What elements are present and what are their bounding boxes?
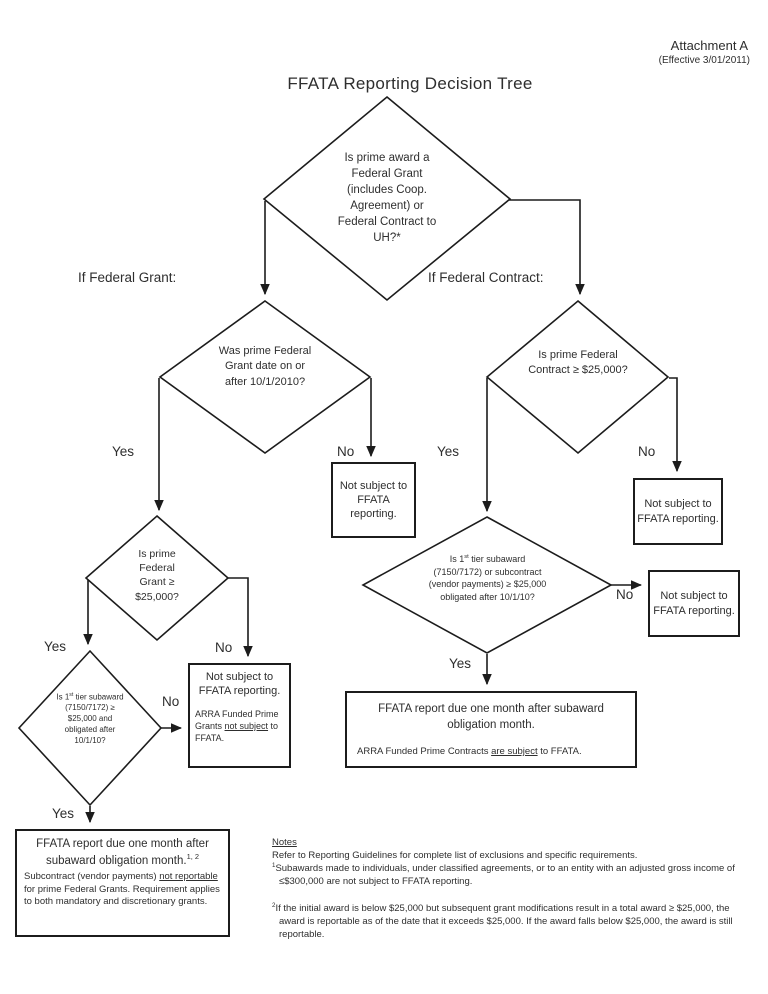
label-no-grant-subaward: No bbox=[162, 694, 180, 709]
outcome-text: Not subject to FFATA reporting. bbox=[339, 479, 408, 521]
label-yes-grant-date: Yes bbox=[112, 444, 135, 459]
outcome-arra-contracts-note: ARRA Funded Prime Contracts are subject … bbox=[357, 746, 627, 757]
arra-grants-underlined: not subject bbox=[224, 720, 269, 731]
notes-intro: Refer to Reporting Guidelines for comple… bbox=[272, 850, 638, 862]
outcome-heading: FFATA report due one month after subawar… bbox=[30, 837, 215, 869]
grant-subaward-sup: st bbox=[69, 692, 74, 698]
label-no-grant-date: No bbox=[337, 444, 355, 459]
note-1: 1Subawards made to individuals, under cl… bbox=[272, 862, 756, 888]
grant-subaward-pre: Is 1 bbox=[56, 692, 70, 702]
label-no-grant-25k: No bbox=[215, 640, 233, 655]
diamond-contract-25k bbox=[485, 299, 670, 455]
diamond-text-contract-25k: Is prime Federal Contract ≥ $25,000? bbox=[528, 349, 628, 377]
page-title: FFATA Reporting Decision Tree bbox=[287, 74, 533, 93]
connector-grant25k-no bbox=[228, 577, 253, 658]
note-1-text: Subawards made to individuals, under cla… bbox=[275, 863, 735, 888]
diamond-text-contract-subaward: Is 1st tier subaward (7150/7172) or subc… bbox=[425, 553, 550, 603]
diamond-grant-date bbox=[158, 300, 372, 454]
outcome-arra-grants-note: ARRA Funded Prime Grants not subject to … bbox=[195, 708, 284, 744]
outcome-box-not-subject-grant-25k: Not subject to FFATA reporting. ARRA Fun… bbox=[188, 663, 291, 768]
arra-grants-pre: ARRA Funded Prime Grants bbox=[195, 708, 279, 731]
grant-subaward-post: tier subaward (7150/7172) ≥ $25,000 and … bbox=[64, 692, 124, 745]
diamond-text-grant-subaward: Is 1st tier subaward (7150/7172) ≥ $25,0… bbox=[55, 692, 125, 747]
outcome-box-not-subject-contract-25k: Not subject to FFATA reporting. bbox=[633, 478, 723, 545]
diamond-contract-subaward bbox=[361, 516, 613, 654]
outcome-heading: FFATA report due one month after subawar… bbox=[378, 703, 604, 731]
diamond-text-grant-25k: Is prime Federal Grant ≥ $25,000? bbox=[135, 548, 179, 603]
outcome-box-not-subject-grant-date: Not subject to FFATA reporting. bbox=[331, 462, 416, 538]
notes-section: Notes Refer to Reporting Guidelines for … bbox=[272, 836, 756, 941]
label-yes-grant-25k: Yes bbox=[44, 639, 67, 654]
diamond-grant-subaward bbox=[17, 649, 163, 807]
note-1-marker: 1 bbox=[272, 862, 276, 870]
label-no-contract-subaward: No bbox=[616, 587, 634, 602]
diamond-text-grant-date: Was prime Federal Grant date on or after… bbox=[218, 345, 312, 388]
branch-label-federal-contract: If Federal Contract: bbox=[428, 270, 544, 285]
outcome-heading: Not subject to FFATA reporting. bbox=[198, 671, 281, 698]
effective-date-label: (Effective 3/01/2011) bbox=[658, 55, 750, 66]
outcome-box-grant-report-due: FFATA report due one month after subawar… bbox=[15, 829, 230, 937]
arra-contracts-underlined: are subject bbox=[491, 746, 538, 758]
contract-subaward-post: tier subaward (7150/7172) or subcontract… bbox=[428, 554, 547, 602]
contract-subaward-pre: Is 1 bbox=[449, 554, 465, 564]
contract-subaward-sup: st bbox=[464, 554, 469, 560]
note-2-text: If the initial award is below $25,000 bu… bbox=[275, 902, 733, 940]
diamond-text-prime-award: Is prime award a Federal Grant (includes… bbox=[337, 152, 437, 245]
grant-report-footnote-ref: 1, 2 bbox=[186, 851, 200, 861]
subcontract-pre: Subcontract (vendor payments) bbox=[24, 870, 160, 882]
outcome-box-contract-report-due: FFATA report due one month after subawar… bbox=[345, 691, 637, 768]
diamond-prime-award bbox=[262, 95, 512, 302]
attachment-label: Attachment A bbox=[670, 38, 748, 53]
branch-label-federal-grant: If Federal Grant: bbox=[78, 270, 177, 285]
label-yes-contract-subaward: Yes bbox=[449, 656, 472, 671]
arra-contracts-pre: ARRA Funded Prime Contracts bbox=[357, 746, 492, 758]
subcontract-underlined: not reportable bbox=[159, 870, 218, 882]
arra-grants-post: to FFATA. bbox=[195, 720, 279, 743]
diamond-grant-25k bbox=[84, 514, 230, 642]
notes-heading: Notes bbox=[272, 837, 297, 848]
label-no-contract-25k: No bbox=[638, 444, 656, 459]
outcome-text: Not subject to FFATA reporting. bbox=[653, 590, 735, 617]
connector-root-to-contract bbox=[508, 199, 585, 296]
grant-report-text: FFATA report due one month after subawar… bbox=[36, 838, 209, 867]
outcome-text: Not subject to FFATA reporting. bbox=[637, 498, 719, 525]
arra-contracts-post: to FFATA. bbox=[537, 746, 582, 758]
note-2: 2If the initial award is below $25,000 b… bbox=[272, 902, 756, 941]
outcome-box-not-subject-contract-subaward: Not subject to FFATA reporting. bbox=[648, 570, 740, 637]
subcontract-post: for prime Federal Grants. Requirement ap… bbox=[24, 883, 220, 908]
label-yes-grant-subaward: Yes bbox=[52, 806, 75, 821]
connector-contract25k-no bbox=[669, 377, 682, 473]
outcome-subcontract-note: Subcontract (vendor payments) not report… bbox=[24, 871, 221, 909]
note-2-marker: 2 bbox=[272, 901, 276, 909]
label-yes-contract-25k: Yes bbox=[437, 444, 460, 459]
